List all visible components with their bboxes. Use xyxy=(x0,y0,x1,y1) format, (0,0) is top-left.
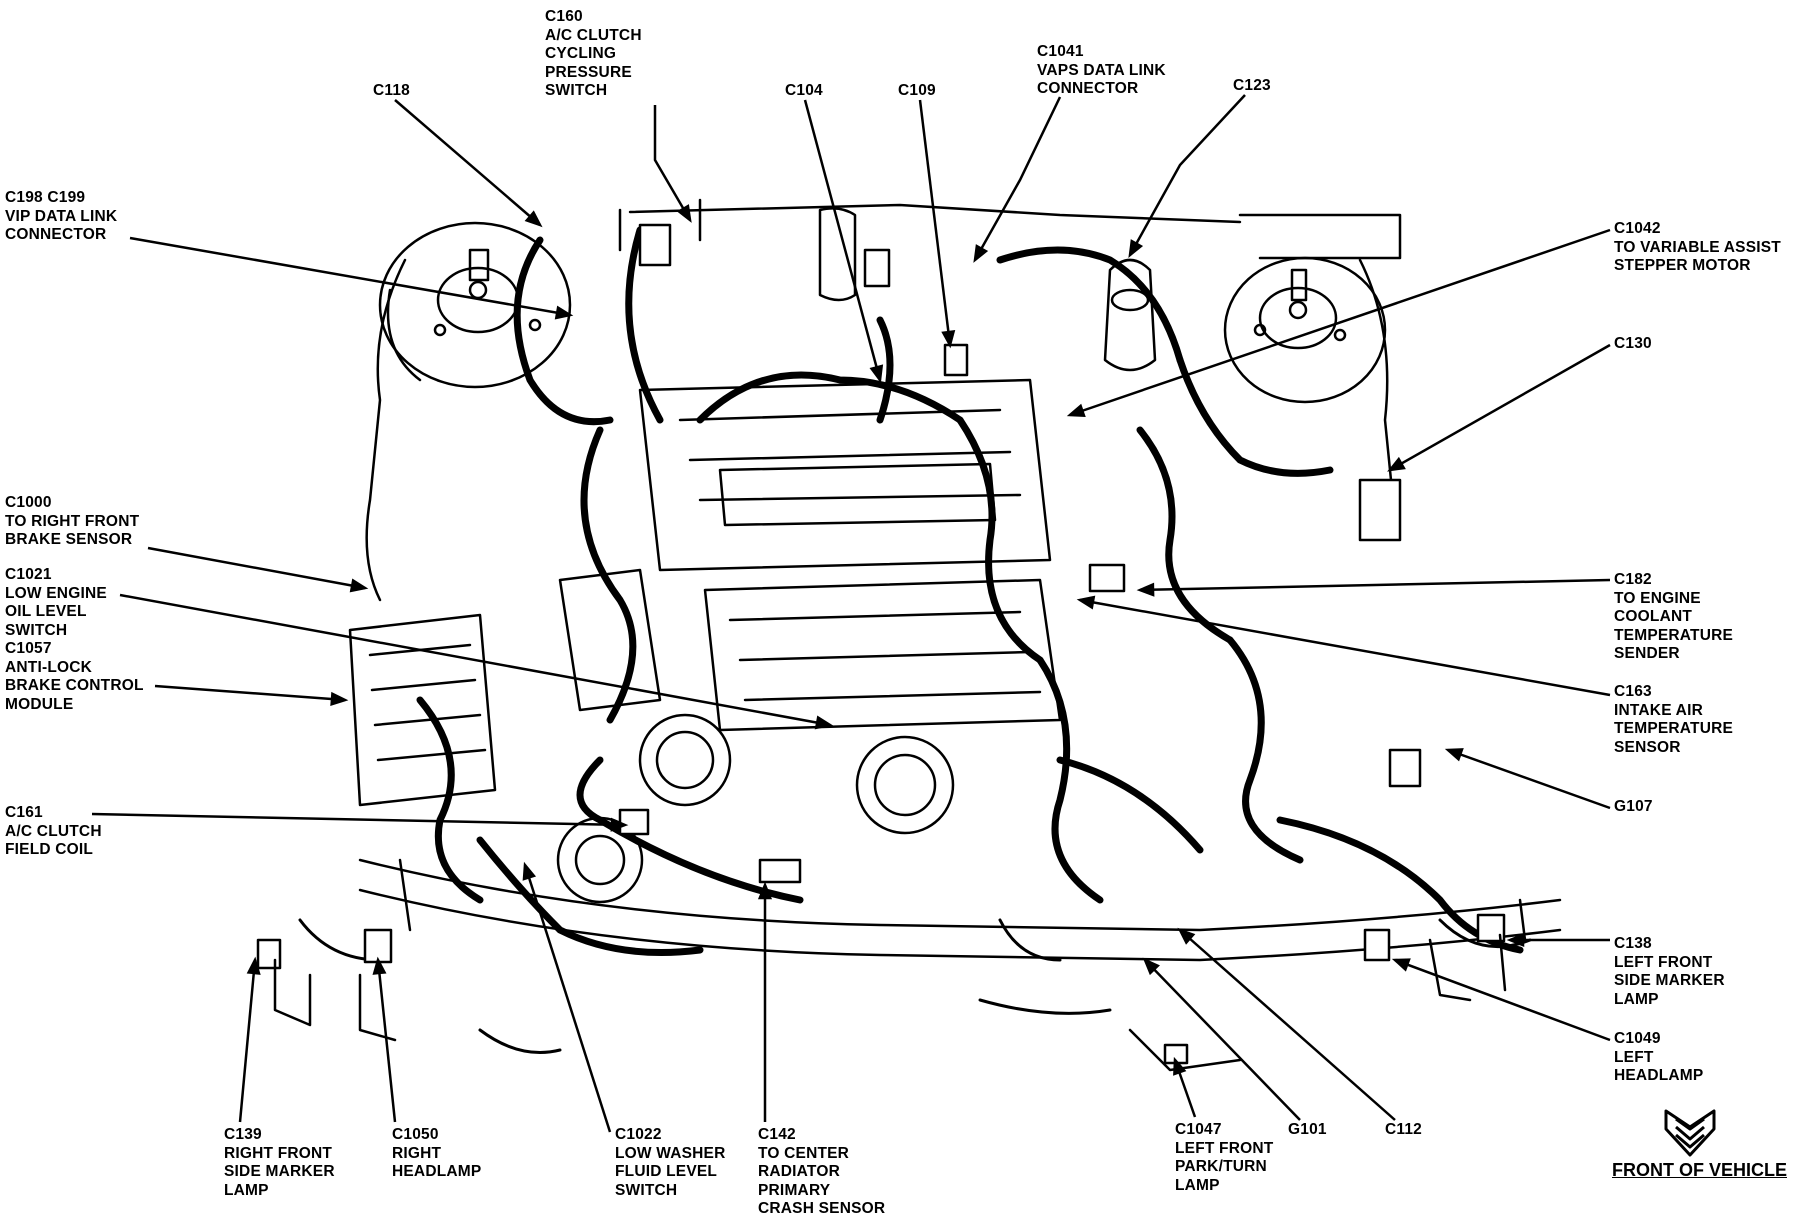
leader-c1049-arrowhead xyxy=(1391,958,1411,972)
leader-c118 xyxy=(394,99,541,226)
leader-c139-arrowhead xyxy=(246,956,261,975)
callout-c1022: C1022 LOW WASHER FLUID LEVEL SWITCH xyxy=(615,1126,726,1199)
leader-c138-arrowhead xyxy=(1506,932,1525,948)
callout-c142: C142 TO CENTER RADIATOR PRIMARY CRASH SE… xyxy=(758,1126,886,1217)
left-shock-tower xyxy=(1223,256,1387,404)
callout-c138: C138 LEFT FRONT SIDE MARKER LAMP xyxy=(1614,935,1725,1008)
callout-c1057: C1057 ANTI-LOCK BRAKE CONTROL MODULE xyxy=(5,640,144,713)
body-outline xyxy=(365,198,1402,602)
leader-c198-arrowhead xyxy=(554,305,574,320)
small-wires xyxy=(298,918,1532,1054)
leader-c109 xyxy=(918,99,952,346)
leader-c1049 xyxy=(1394,958,1611,1042)
right-shock-tower xyxy=(378,221,572,389)
leader-c118-arrowhead xyxy=(524,210,543,228)
callout-c118: C118 xyxy=(373,82,410,99)
leader-c1000 xyxy=(147,546,366,590)
leader-c182-arrowhead xyxy=(1136,582,1155,597)
leader-c1022-arrowhead xyxy=(522,861,537,881)
leader-c1000-arrowhead xyxy=(349,578,369,593)
leader-c160-arrowhead xyxy=(676,204,692,223)
leader-c1022 xyxy=(523,864,612,1133)
anti-lock-module xyxy=(348,613,497,807)
callout-c112: C112 xyxy=(1385,1121,1422,1138)
callout-c198-c199: C198 C199 VIP DATA LINK CONNECTOR xyxy=(5,189,118,243)
callout-c123: C123 xyxy=(1233,77,1271,94)
callout-c1021: C1021 LOW ENGINE OIL LEVEL SWITCH xyxy=(5,566,107,639)
callout-c1042: C1042 TO VARIABLE ASSIST STEPPER MOTOR xyxy=(1614,220,1781,274)
leader-c112 xyxy=(1179,929,1396,1121)
leader-c1050-arrowhead xyxy=(372,956,387,975)
leader-c112-arrowhead xyxy=(1177,927,1196,945)
leader-c1041-arrowhead xyxy=(973,244,989,263)
leader-g101-arrowhead xyxy=(1142,957,1160,976)
callout-c182: C182 TO ENGINE COOLANT TEMPERATURE SENDE… xyxy=(1614,571,1734,662)
leader-c123-arrowhead xyxy=(1128,239,1144,258)
leader-c104 xyxy=(803,99,882,381)
callout-c130: C130 xyxy=(1614,335,1652,352)
wire-harness xyxy=(416,226,1524,956)
callout-c161: C161 A/C CLUTCH FIELD COIL xyxy=(5,804,102,858)
leader-c1047-arrowhead xyxy=(1173,1056,1187,1076)
leader-g107 xyxy=(1447,748,1611,810)
leader-c182 xyxy=(1139,578,1611,592)
leader-lines xyxy=(91,94,1611,1133)
callout-c160: C160 A/C CLUTCH CYCLING PRESSURE SWITCH xyxy=(545,8,642,99)
leader-c109-arrowhead xyxy=(941,329,956,349)
callout-c139: C139 RIGHT FRONT SIDE MARKER LAMP xyxy=(224,1126,335,1199)
callout-c109: C109 xyxy=(898,82,936,99)
connectors xyxy=(256,223,1506,1065)
callout-c1050: C1050 RIGHT HEADLAMP xyxy=(392,1126,482,1180)
leader-c130-arrowhead xyxy=(1387,456,1406,472)
lamp-housings xyxy=(273,933,1507,1072)
leader-g107-arrowhead xyxy=(1444,748,1464,762)
leader-c1042-arrowhead xyxy=(1066,403,1086,418)
front-of-vehicle-label: FRONT OF VEHICLE xyxy=(1612,1160,1787,1180)
down-chevron-arrow-icon xyxy=(1664,1109,1716,1157)
leader-c142-arrowhead xyxy=(757,881,773,900)
leader-c163 xyxy=(1079,598,1611,697)
engine-block xyxy=(556,378,1062,904)
callout-c163: C163 INTAKE AIR TEMPERATURE SENSOR xyxy=(1614,683,1734,756)
callout-c104: C104 xyxy=(785,82,823,99)
leader-c161-arrowhead xyxy=(610,817,629,832)
callout-c1047: C1047 LEFT FRONT PARK/TURN LAMP xyxy=(1175,1121,1274,1194)
callout-c1041: C1041 VAPS DATA LINK CONNECTOR xyxy=(1037,43,1166,97)
leader-c1057 xyxy=(154,684,346,702)
leader-g101 xyxy=(1144,959,1301,1121)
leader-c1041 xyxy=(973,96,1062,261)
leader-c161 xyxy=(91,812,626,827)
leader-c1050 xyxy=(376,959,397,1123)
leader-c198 xyxy=(129,236,571,317)
callout-c1049: C1049 LEFT HEADLAMP xyxy=(1614,1030,1704,1084)
leader-c123 xyxy=(1128,94,1246,256)
leader-c139 xyxy=(238,959,257,1123)
leader-c1057-arrowhead xyxy=(330,691,349,706)
leader-c130 xyxy=(1389,343,1611,472)
leader-c1021 xyxy=(119,593,831,727)
leader-c1021-arrowhead xyxy=(814,715,834,730)
leader-c163-arrowhead xyxy=(1076,595,1096,610)
callout-g101: G101 xyxy=(1288,1121,1327,1138)
callout-c1000: C1000 TO RIGHT FRONT BRAKE SENSOR xyxy=(5,494,140,548)
leader-c1042 xyxy=(1069,228,1611,417)
callout-g107: G107 xyxy=(1614,798,1653,815)
leader-c160 xyxy=(653,105,692,221)
leader-c104-arrowhead xyxy=(869,364,884,384)
